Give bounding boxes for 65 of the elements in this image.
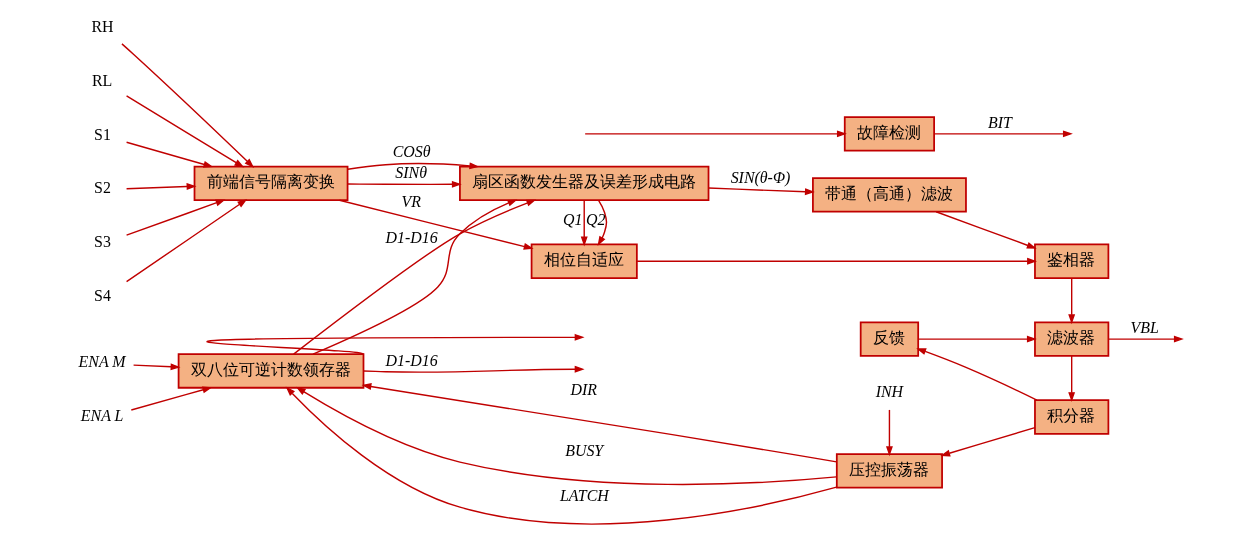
node-box: 压控振荡器 xyxy=(835,453,943,489)
node-text: ENA M xyxy=(78,352,126,370)
edge-label: Q1 xyxy=(562,211,582,229)
node-text: RL xyxy=(91,71,112,89)
arrow xyxy=(934,211,1037,249)
node-box: 积分器 xyxy=(1033,399,1109,435)
node-box: 滤波器 xyxy=(1033,321,1109,357)
arrow xyxy=(120,43,254,168)
arrow xyxy=(707,187,815,196)
edge-label: SINθ xyxy=(394,164,427,182)
arrow xyxy=(346,162,479,170)
edge-label: SIN(θ-Φ) xyxy=(730,168,790,186)
arrow xyxy=(915,348,1038,401)
arrow xyxy=(205,333,585,355)
arrow xyxy=(125,95,244,168)
arrow xyxy=(635,257,1037,265)
arrow xyxy=(338,199,534,250)
node-box: 相位自适应 xyxy=(530,243,638,279)
arrow xyxy=(125,199,226,236)
arrow xyxy=(583,130,847,138)
node-text: ENA L xyxy=(80,406,123,424)
arrow xyxy=(1067,277,1075,325)
arrow xyxy=(130,386,212,411)
node-box: 故障检测 xyxy=(843,116,935,152)
node-text: INH xyxy=(875,382,903,400)
edge-label: VBL xyxy=(1130,319,1159,337)
node-text: S4 xyxy=(93,287,111,305)
node-box: 反馈 xyxy=(859,321,919,357)
arrow xyxy=(1067,355,1075,403)
arrow xyxy=(597,199,607,247)
node-box: 前端信号隔离变换 xyxy=(193,165,348,202)
arrow xyxy=(580,199,588,247)
edge-label: BIT xyxy=(987,114,1012,132)
edge-label: D1-D16 xyxy=(385,351,438,369)
arrow xyxy=(885,409,893,457)
arrow xyxy=(311,199,517,355)
edge-label: DIR xyxy=(570,381,597,399)
arrow xyxy=(295,386,837,486)
arrow xyxy=(292,199,536,355)
arrow xyxy=(346,180,462,188)
node-box: 鉴相器 xyxy=(1033,243,1109,279)
edge-label: Q2 xyxy=(585,211,605,229)
arrow xyxy=(1107,335,1184,343)
edge-label: D1-D16 xyxy=(385,229,438,247)
arrow xyxy=(285,386,837,525)
arrow xyxy=(125,199,247,283)
arrow xyxy=(933,130,1073,138)
arrow xyxy=(360,383,837,463)
arrow xyxy=(362,365,585,373)
node-box: 扇区函数发生器及误差形成电路 xyxy=(458,165,709,202)
node-text: S3 xyxy=(93,233,111,251)
edge-label: BUSY xyxy=(564,442,603,460)
node-text: S2 xyxy=(93,179,111,197)
node-box: 带通（高通）滤波 xyxy=(811,177,967,213)
node-text: RH xyxy=(90,17,114,35)
edge-label: COSθ xyxy=(392,143,431,161)
arrow xyxy=(939,426,1036,457)
arrow xyxy=(125,141,213,168)
arrow xyxy=(132,363,181,371)
arrow xyxy=(125,183,197,190)
edge-label: LATCH xyxy=(559,487,609,505)
node-box: 双八位可逆计数领存器 xyxy=(177,353,364,389)
arrow xyxy=(917,335,1037,343)
node-text: S1 xyxy=(93,125,111,143)
edge-label: VR xyxy=(401,192,421,210)
